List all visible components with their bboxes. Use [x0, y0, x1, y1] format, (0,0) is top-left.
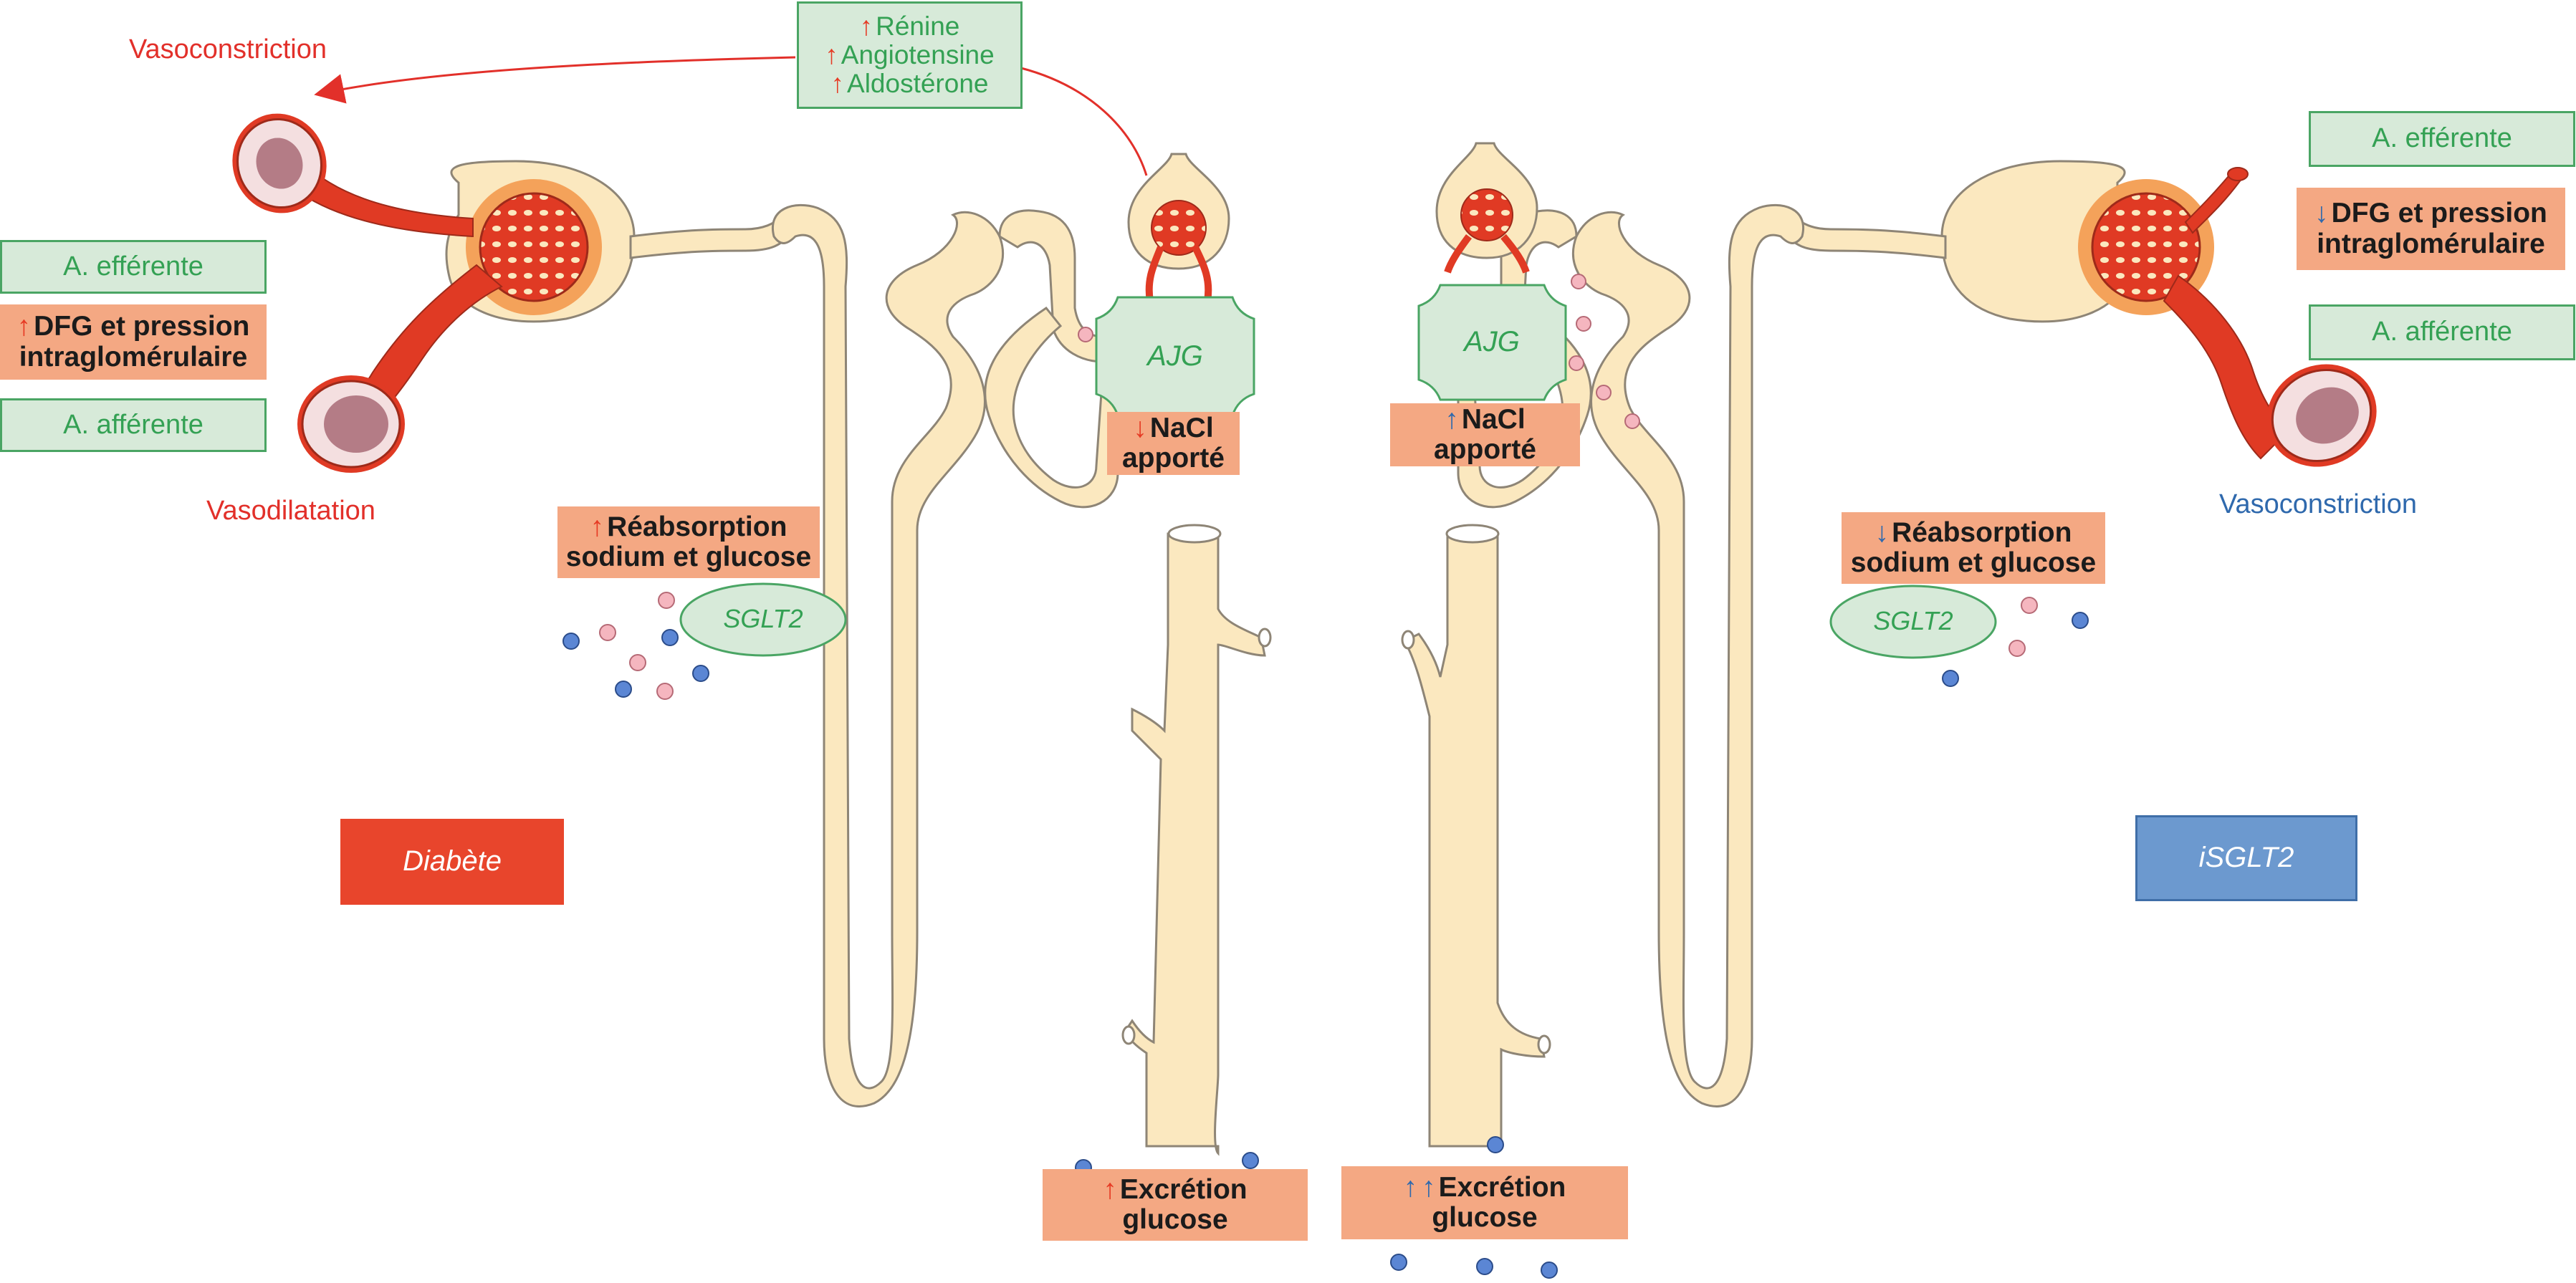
- right-reabsorption-box: Réabsorption sodium et glucose: [1842, 512, 2105, 584]
- left-vasoconstriction-label: Vasoconstriction: [129, 34, 327, 64]
- left-nephron: [232, 56, 1272, 1156]
- right-collecting-duct: [1402, 532, 1546, 1148]
- right-afferent-label: A. afférente: [2372, 317, 2512, 347]
- right-excretion-box: ↑↑Excrétion glucose: [1341, 1166, 1628, 1239]
- left-sglt2-label: SGLT2: [723, 604, 803, 633]
- right-afferent-box: A. afférente: [2309, 304, 2575, 360]
- right-vasoconstriction-label: Vasoconstriction: [2219, 489, 2417, 519]
- left-nacl-box: NaCl apporté: [1107, 412, 1240, 475]
- left-afferent-section: [297, 375, 405, 473]
- right-tubule-loop: [1572, 203, 1805, 1107]
- left-condition-box: Diabète: [340, 819, 564, 905]
- left-tubule-loop: [771, 203, 1004, 1107]
- left-vasoconstriction-arrow: [314, 56, 796, 104]
- hormone-connector: [1020, 67, 1148, 176]
- left-vasodilatation-label: Vasodilatation: [206, 496, 375, 526]
- right-reabsorption-line2: sodium et glucose: [1850, 547, 2097, 578]
- left-afferent-label: A. afférente: [63, 409, 204, 440]
- left-reabsorption-box: Réabsorption sodium et glucose: [557, 506, 820, 578]
- aldosterone-label: Aldostérone: [831, 69, 988, 98]
- left-efferent-vessel: [300, 174, 474, 238]
- left-excretion-line2: glucose: [1122, 1204, 1228, 1235]
- left-nacl-line2: apporté: [1121, 443, 1225, 474]
- left-dfg-box: DFG et pression intraglomérulaire: [0, 304, 267, 380]
- right-condition-label: iSGLT2: [2198, 842, 2294, 874]
- left-reabsorption-line1: Réabsorption: [590, 511, 787, 542]
- left-reabsorption-line2: sodium et glucose: [565, 542, 812, 572]
- left-nacl-line1: NaCl: [1133, 413, 1214, 443]
- renine-label: Rénine: [860, 12, 959, 41]
- left-collecting-duct: [1124, 532, 1266, 1156]
- right-proximal-tubule: [1786, 213, 1947, 259]
- hormone-box: Rénine Angiotensine Aldostérone: [797, 1, 1023, 109]
- left-excretion-box: Excrétion glucose: [1043, 1169, 1308, 1241]
- right-efferent-label: A. efférente: [2372, 123, 2512, 154]
- right-sglt2-label: SGLT2: [1873, 606, 1953, 635]
- right-excretion-line2: glucose: [1432, 1202, 1538, 1233]
- right-afferent-section: [2266, 364, 2377, 467]
- right-reabsorption-line1: Réabsorption: [1875, 517, 2072, 548]
- right-dfg-line1: DFG et pression: [2314, 198, 2547, 229]
- right-nephron: [1401, 142, 2377, 1148]
- right-dfg-line2: intraglomérulaire: [2317, 228, 2545, 259]
- left-condition-label: Diabète: [403, 845, 502, 878]
- left-excretion-line1: Excrétion: [1103, 1174, 1248, 1205]
- left-efferent-box: A. efférente: [0, 240, 267, 294]
- right-dfg-box: DFG et pression intraglomérulaire: [2297, 188, 2565, 270]
- right-nacl-box: NaCl apporté: [1390, 403, 1580, 466]
- left-efferent-section: [232, 113, 327, 213]
- right-nacl-line1: NaCl: [1445, 404, 1526, 435]
- particles: [562, 592, 2089, 1279]
- right-sglt2-ellipse: [1829, 585, 1997, 659]
- left-sglt2-ellipse: [679, 582, 847, 657]
- right-excretion-word: Excrétion: [1438, 1171, 1566, 1203]
- left-efferent-label: A. efférente: [63, 251, 204, 282]
- angiotensine-label: Angiotensine: [825, 41, 995, 69]
- left-dfg-line2: intraglomérulaire: [19, 341, 248, 373]
- right-efferent-box: A. efférente: [2309, 111, 2575, 167]
- right-ajg-label: AJG: [1464, 326, 1520, 357]
- right-excretion-line1: ↑↑Excrétion: [1403, 1171, 1566, 1203]
- left-ajg-label: AJG: [1147, 340, 1203, 372]
- right-condition-box: iSGLT2: [2135, 815, 2357, 901]
- left-afferent-box: A. afférente: [0, 398, 267, 452]
- right-ajg-box: [1417, 284, 1567, 401]
- right-nacl-line2: apporté: [1433, 434, 1536, 465]
- left-proximal-tubule: [629, 213, 790, 259]
- left-dfg-line1: DFG et pression: [17, 312, 249, 342]
